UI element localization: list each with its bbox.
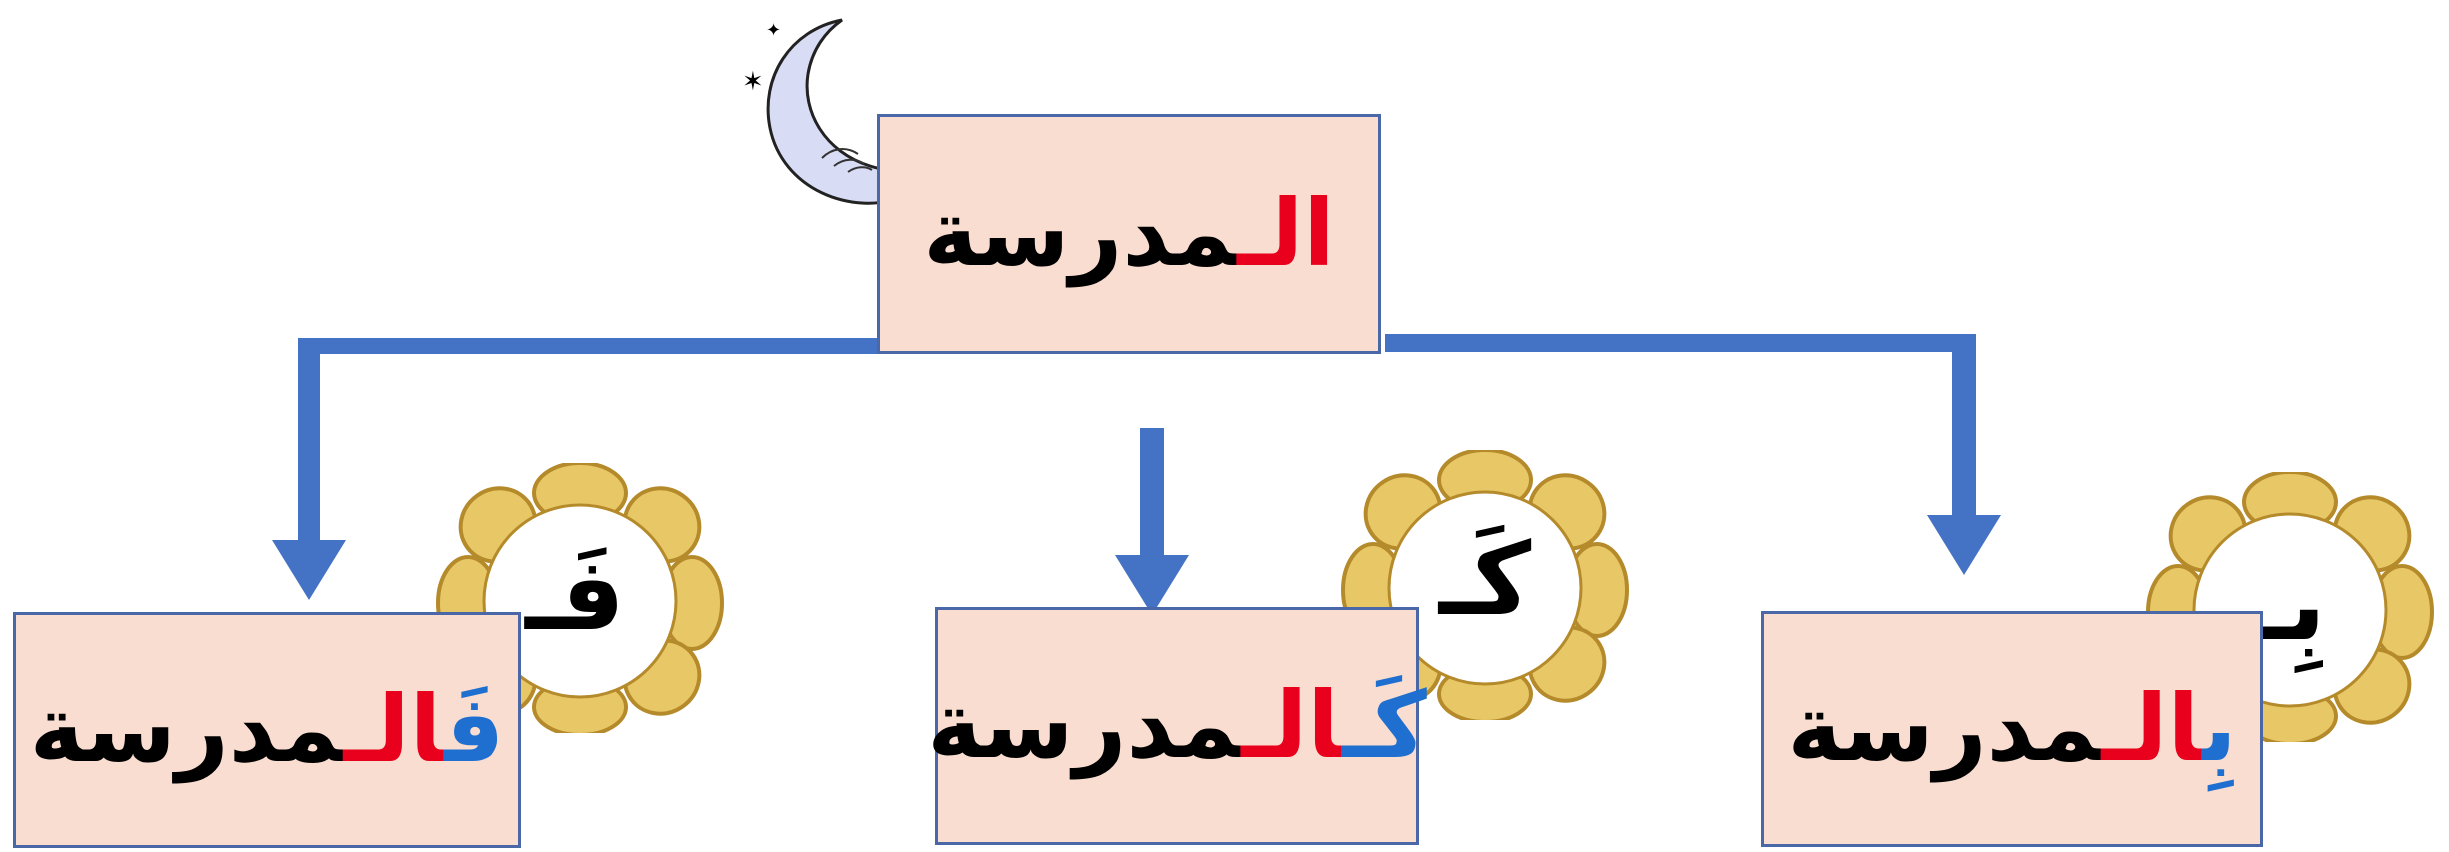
connector-middle: [1140, 428, 1164, 558]
branch-word: كَـالـمدرسة: [927, 680, 1427, 772]
stem-text: مدرسة: [29, 676, 344, 783]
svg-text:✦: ✦: [766, 20, 781, 41]
al-prefix: الـ: [2101, 675, 2203, 782]
prefix-letter: فَ: [444, 676, 505, 783]
branch-word: فَالـمدرسة: [30, 684, 505, 776]
branch-box-fa: فَالـمدرسة: [13, 612, 521, 848]
prefix-letter: بِ: [2202, 675, 2237, 782]
down-arrow-icon: [1115, 555, 1189, 615]
al-prefix: الـ: [1241, 672, 1342, 779]
stem-text: مدرسة: [927, 672, 1242, 779]
branch-word: بِالـمدرسة: [1787, 683, 2236, 775]
root-word-box: الـمدرسة: [877, 114, 1381, 354]
down-arrow-icon: [1927, 515, 2001, 575]
al-prefix: الـ: [343, 676, 445, 783]
stem-text: مدرسة: [1787, 675, 2102, 782]
prefix-letter: كَـ: [1341, 672, 1427, 779]
branch-box-ba: بِالـمدرسة: [1761, 611, 2263, 847]
root-word: الـمدرسة: [923, 188, 1335, 280]
prefix-letter-ka: كَـ: [1438, 521, 1532, 638]
al-prefix: الـ: [1237, 180, 1335, 287]
svg-text:✶: ✶: [742, 67, 764, 97]
down-arrow-icon: [272, 540, 346, 600]
prefix-letter-fa: فَـ: [525, 536, 625, 653]
flower-frame-icon: [430, 461, 730, 737]
stem-text: مدرسة: [923, 180, 1238, 287]
prefix-letter-ba: بِـ: [2254, 546, 2326, 663]
branch-box-ka: كَـالـمدرسة: [927, 607, 1427, 845]
